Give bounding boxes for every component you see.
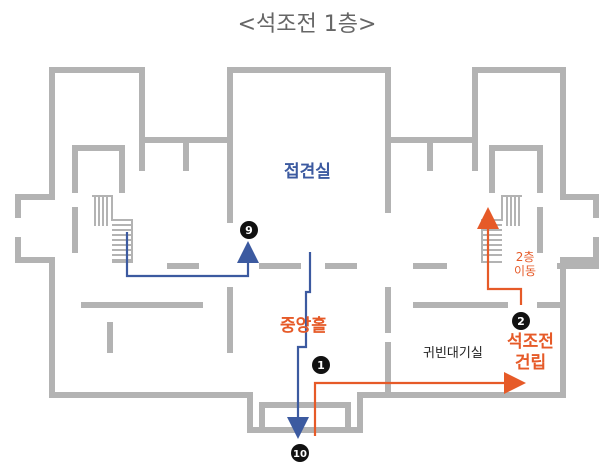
building-label-line1: 석조전 [507,332,554,352]
marker-10-label: 10 [293,449,307,460]
marker-2: 2 [512,312,530,330]
marker-10: 10 [291,444,309,462]
blue-route [125,232,312,439]
central-hall-label: 중앙홀 [280,316,327,336]
marker-1-label: 1 [317,359,325,372]
building-label-line2: 건립 [514,353,547,373]
to-second-floor-line2: 이동 [514,264,537,278]
to-second-floor-line1: 2층 [515,250,535,264]
reception-hall-label: 접견실 [284,162,331,182]
marker-9-label: 9 [245,224,253,237]
left-staircase [92,195,133,263]
orange-route [313,207,526,436]
outer-walls [15,67,599,433]
map-title: <석조전 1층> [237,12,377,37]
marker-1: 1 [312,356,330,374]
building-label: 석조전 건립 [507,332,554,374]
to-second-floor-label: 2층 이동 [514,250,536,278]
marker-9: 9 [240,221,258,239]
interior-walls [72,67,599,433]
vip-waiting-room-label: 귀빈대기실 [423,346,483,361]
marker-2-label: 2 [517,315,525,328]
